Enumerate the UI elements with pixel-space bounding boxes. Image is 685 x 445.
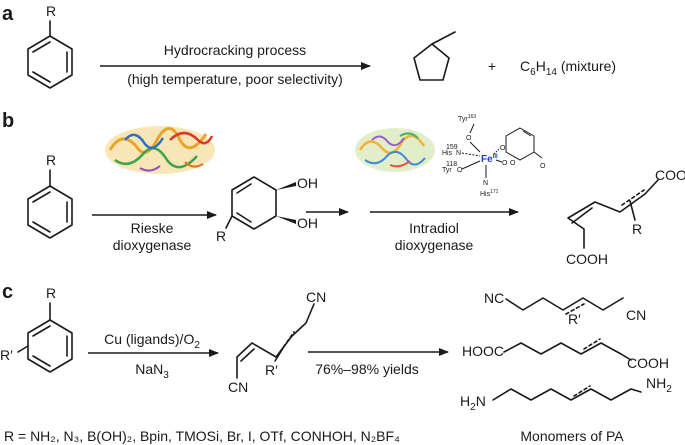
cooh-top: COOH xyxy=(655,167,685,183)
his171-label: His171 xyxy=(480,189,499,198)
r-group-label: R xyxy=(46,152,56,168)
svg-text:O: O xyxy=(500,145,506,152)
panel-label-a: a xyxy=(2,3,14,25)
cn-top: CN xyxy=(306,289,326,305)
r-group-label: R xyxy=(46,285,56,301)
r-group-label: R xyxy=(46,3,56,19)
methylcyclopentane-structure xyxy=(413,31,456,81)
monomers-caption: Monomers of PA xyxy=(520,428,624,444)
hydrocracking-label: Hydrocracking process xyxy=(164,42,306,58)
monomer3-right: NH2 xyxy=(646,375,672,395)
cu-ligands-o2-label: Cu (ligands)/O2 xyxy=(104,331,200,351)
fe-active-site-complex: Tyr163 O 159 His N 118 Tyr O FeIII N His… xyxy=(442,114,546,198)
diol-r-group: R xyxy=(216,228,226,244)
muconic-r-group: R xyxy=(632,221,642,237)
monomer1-right: CN xyxy=(626,307,646,323)
plus-sign-a: + xyxy=(488,58,496,74)
svg-text:O: O xyxy=(540,163,546,170)
svg-text:O: O xyxy=(466,135,472,142)
intradiol-label: Intradiol xyxy=(409,220,459,236)
rieske-dioxygenase-protein-image xyxy=(105,126,215,174)
monomer2-left: HOOC xyxy=(462,343,504,359)
panel-label-c: c xyxy=(2,281,13,303)
benzene-ring-a: R xyxy=(27,3,73,89)
tyr118-num: 118 xyxy=(446,161,457,168)
rieske-label: Rieske xyxy=(131,220,174,236)
hexane-mixture-label: C6H14 (mixture) xyxy=(520,58,616,78)
tyr163-label: Tyr163 xyxy=(458,114,476,123)
his159-num: 159 xyxy=(446,144,458,151)
monomer-diacid: HOOC COOH xyxy=(462,338,669,371)
panel-label-b: b xyxy=(2,110,14,132)
cn-bottom: CN xyxy=(228,379,248,395)
nan3-label: NaN3 xyxy=(135,361,169,381)
fe-center-label: FeIII xyxy=(481,154,498,165)
hydrocracking-conditions: (high temperature, poor selectivity) xyxy=(127,71,343,87)
svg-text:O: O xyxy=(502,160,508,167)
monomer1-left: NC xyxy=(484,290,504,306)
svg-text:N: N xyxy=(456,150,461,157)
his159-label: His xyxy=(442,150,453,157)
svg-text:O: O xyxy=(510,160,516,167)
r-prime-label: R′ xyxy=(0,347,13,363)
dinitrile-r-prime: R′ xyxy=(265,362,278,378)
monomer1-r-prime: R′ xyxy=(568,311,581,327)
monomer-diamine: H2N NH2 xyxy=(460,375,672,413)
monomer2-right: COOH xyxy=(627,355,669,371)
intradiol-label-line2: dioxygenase xyxy=(395,237,474,253)
svg-text:O: O xyxy=(457,167,463,174)
muconic-acid-structure: R COOH COOH xyxy=(566,167,685,267)
benzene-ring-b: R xyxy=(27,152,73,239)
svg-text:N: N xyxy=(483,180,488,187)
intradiol-dioxygenase-protein-image xyxy=(355,128,435,172)
yield-label: 76%–98% yields xyxy=(315,361,419,377)
cis-diol-structure: OH OH R xyxy=(216,175,318,244)
rieske-label-line2: dioxygenase xyxy=(113,237,192,253)
monomer-dinitrile: NC R′ CN xyxy=(484,290,646,327)
tyr118-label: Tyr xyxy=(442,167,452,174)
cooh-bottom: COOH xyxy=(566,251,608,267)
diol-oh-top: OH xyxy=(297,175,318,191)
dinitrile-intermediate-structure: R′ CN CN xyxy=(228,289,326,395)
monomer3-left: H2N xyxy=(460,393,486,413)
substituted-benzene-c: R R′ xyxy=(0,285,73,373)
diol-oh-bottom: OH xyxy=(297,215,318,231)
r-substituent-list: R = NH₂, N₃, B(OH)₂, Bpin, TMOSi, Br, I,… xyxy=(4,428,400,444)
